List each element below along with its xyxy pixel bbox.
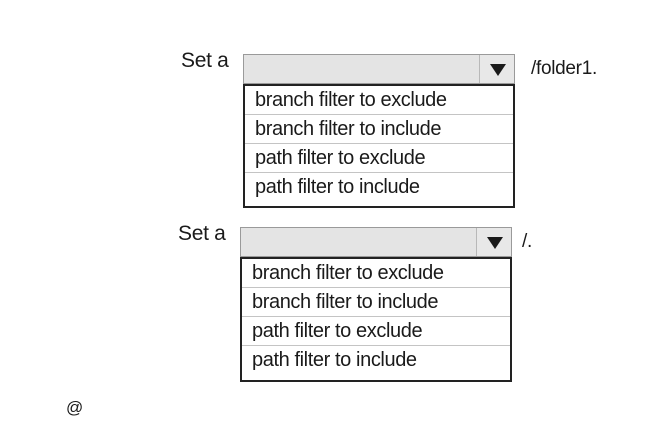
at-sign-mark: @ (66, 398, 84, 417)
option-branch-filter-exclude-1[interactable]: branch filter to exclude (245, 86, 513, 115)
option-branch-filter-include-1[interactable]: branch filter to include (245, 115, 513, 144)
option-path-filter-include-2[interactable]: path filter to include (252, 349, 417, 371)
option-path-filter-include-1[interactable]: path filter to include (255, 176, 420, 198)
dropdown-toggle-1[interactable] (479, 55, 514, 83)
option-branch-filter-include-2[interactable]: branch filter to include (242, 288, 510, 317)
chevron-down-icon (490, 64, 506, 76)
dropdown-options-list-1: branch filter to exclude branch filter t… (243, 84, 515, 208)
option-path-filter-exclude-1[interactable]: path filter to exclude (245, 144, 513, 173)
chevron-down-icon (487, 237, 503, 249)
dropdown-options-list-2: branch filter to exclude branch filter t… (240, 257, 512, 382)
filter-type-dropdown-1[interactable] (243, 54, 515, 84)
set-a-label-2: Set a (178, 222, 226, 245)
path-suffix-2: /. (522, 231, 532, 252)
option-path-filter-exclude-2[interactable]: path filter to exclude (242, 317, 510, 346)
filter-type-dropdown-2[interactable] (240, 227, 512, 257)
path-suffix-1: /folder1. (531, 58, 597, 79)
option-branch-filter-exclude-2[interactable]: branch filter to exclude (242, 259, 510, 288)
dropdown-toggle-2[interactable] (476, 228, 511, 256)
set-a-label-1: Set a (181, 49, 229, 72)
